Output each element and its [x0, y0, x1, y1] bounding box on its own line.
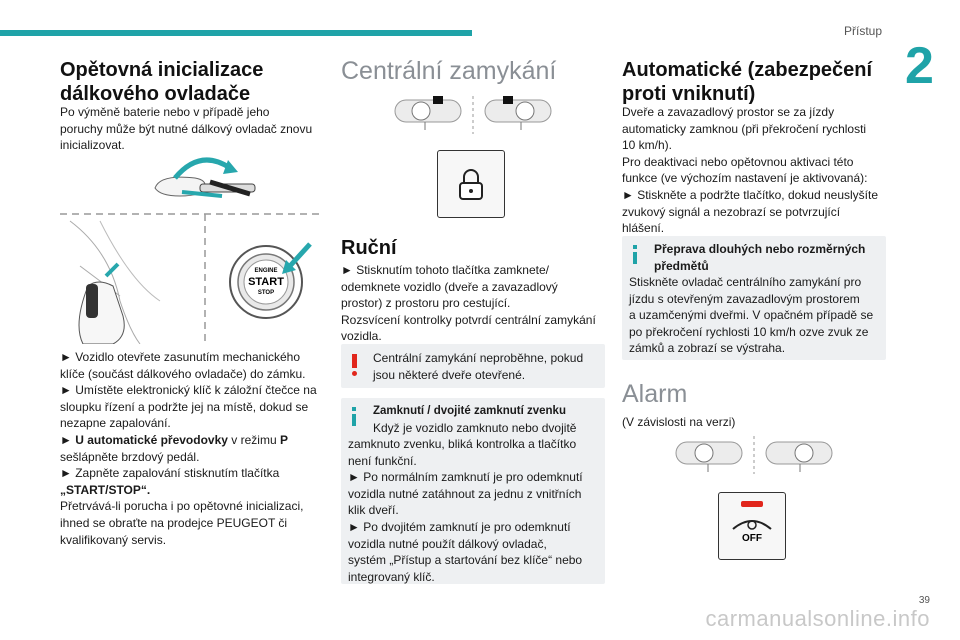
text-line: Když je vozidlo zamknuto nebo dvojitě: [373, 420, 577, 435]
text-line: a uzamčenými dveřmi. V opačném případě s…: [629, 308, 874, 323]
text-line: integrovaný klíč.: [348, 569, 435, 584]
top-accent-bar: [0, 30, 472, 36]
section-title-line2: dálkového ovladače: [60, 83, 251, 105]
dashboard-icons: [675, 436, 833, 474]
text-line: Stiskněte ovladač centrálního zamykání p…: [629, 275, 862, 289]
text-line: zámků a zobrazí se výstraha.: [629, 341, 786, 356]
start-label: START: [248, 276, 284, 288]
page-number: 39: [918, 595, 930, 606]
text-line: vozidla nutné použít dálkový ovladač,: [348, 536, 547, 551]
info-icon-dot: [633, 245, 637, 249]
text-line: ► Vozidlo otevřete zasunutím mechanickéh…: [60, 350, 301, 364]
text-line: ► Po dvojitém zamknutí je pro odemknutí: [348, 519, 571, 534]
text-line: vozidla.: [341, 329, 382, 344]
text-line: po překročení rychlosti 10 km/h ozve zvu…: [629, 324, 869, 339]
chapter-number: 2: [905, 37, 934, 95]
text-line: systém „Přístup a startování bez klíče“ …: [348, 553, 583, 568]
text-line: zvukový signál a nezobrazí se potvrzujíc…: [622, 204, 841, 219]
info-title: Přeprava dlouhých nebo rozměrných: [654, 242, 866, 256]
alarm-off-icon: OFF: [732, 501, 772, 544]
text-line: zamknuto zvenku, bliká kontrolka a tlačí…: [348, 437, 577, 451]
text-line: nezapne zapalování.: [60, 416, 171, 431]
warning-icon: [352, 354, 357, 368]
section-label: Přístup: [843, 24, 882, 38]
text-line: ► Zapněte zapalování stisknutím tlačítka: [60, 466, 280, 481]
text-line: odemknete vozidlo (dveře a zavazadlový: [341, 279, 558, 294]
text-line: ► U automatické převodovky v režimu P: [60, 432, 288, 447]
info-note: Přeprava dlouhých nebo rozměrných předmě…: [622, 236, 886, 360]
info-title-line2: předmětů: [654, 258, 709, 273]
info-icon: [352, 414, 356, 426]
text-line: „START/STOP“.: [60, 482, 151, 497]
text-line: není funkční.: [348, 453, 417, 468]
text-line: jsou některé dveře otevřené.: [373, 367, 526, 382]
section-title: Opětovná inicializace: [60, 59, 264, 81]
off-label: OFF: [742, 533, 762, 544]
warning-note: Centrální zamykání neproběhne, pokud jso…: [341, 344, 605, 388]
text-line: hlášení.: [622, 221, 665, 236]
subsection-title: Ruční: [341, 237, 397, 259]
text-line: sešlápněte brzdový pedál.: [60, 449, 200, 464]
key-reinit-illustration: ENGINE START STOP: [60, 157, 322, 344]
text-line: ► Stiskněte a podržte tlačítko, dokud ne…: [622, 187, 879, 202]
text-line: inicializovat.: [60, 138, 125, 153]
alarm-title: Alarm: [622, 380, 688, 408]
alarm-subtitle: (V závislosti na verzi): [622, 415, 736, 429]
stop-label: STOP: [258, 290, 274, 296]
padlock-icon: [459, 169, 483, 200]
text-line: 10 km/h).: [622, 138, 673, 153]
info-title: Zamknutí / dvojité zamknutí zvenku: [373, 405, 566, 417]
text-line: automaticky zamknou (při překročení rych…: [622, 121, 867, 136]
section-title: Automatické (zabezpečení: [622, 59, 873, 81]
text-line: klíče (součást dálkového ovladače) do zá…: [60, 366, 306, 381]
text-line: Dveře a zavazadlový prostor se za jízdy: [622, 105, 835, 119]
text-line: ► Stisknutím tohoto tlačítka zamknete/: [341, 263, 549, 277]
text-line: Po výměně baterie nebo v případě jeho: [60, 105, 270, 119]
text-line: Rozsvícení kontrolky potvrdí centrální z…: [341, 312, 596, 327]
text-line: ► Po normálním zamknutí je pro odemknutí: [348, 470, 583, 485]
text-line: klik dveří.: [348, 503, 399, 518]
text-line: ihned se obraťte na prodejce PEUGEOT či: [60, 515, 288, 530]
text-line: funkce (ve výchozím nastavení je aktivov…: [622, 171, 868, 186]
engine-label: ENGINE: [254, 268, 277, 274]
info-note: Zamknutí / dvojité zamknutí zvenku Když …: [341, 398, 605, 584]
dashboard-icons: [394, 96, 552, 134]
text-line: Pro deaktivaci nebo opětovnou aktivaci t…: [622, 154, 854, 169]
text-line: Přetrvává-li porucha i po opětovné inici…: [60, 499, 304, 514]
warning-icon-dot: [352, 371, 357, 376]
text-line: poruchy může být nutné dálkový ovladač z…: [60, 121, 313, 136]
text-line: Centrální zamykání neproběhne, pokud: [373, 351, 584, 365]
text-line: sloupku řízení a podržte jej na místě, d…: [60, 399, 309, 414]
lock-button: [437, 150, 505, 218]
alarm-off-button: OFF: [718, 492, 786, 560]
text-line: jízdu s otevřeným zavazadlovým prostorem: [629, 291, 860, 306]
site-watermark: carmanualsonline.info: [705, 606, 930, 631]
text-line: vozidla nutné zatáhnout za jednu z vnitř…: [348, 486, 582, 501]
text-line: kvalifikovaný servis.: [60, 532, 167, 547]
info-icon-dot: [352, 407, 356, 411]
text-line: ► Umístěte elektronický klíč k záložní č…: [60, 383, 317, 398]
section-title: Centrální zamykání: [341, 57, 557, 85]
info-icon: [633, 252, 637, 264]
section-title-line2: proti vniknutí): [622, 83, 756, 105]
text-line: prostor) z prostoru pro cestující.: [341, 296, 511, 311]
